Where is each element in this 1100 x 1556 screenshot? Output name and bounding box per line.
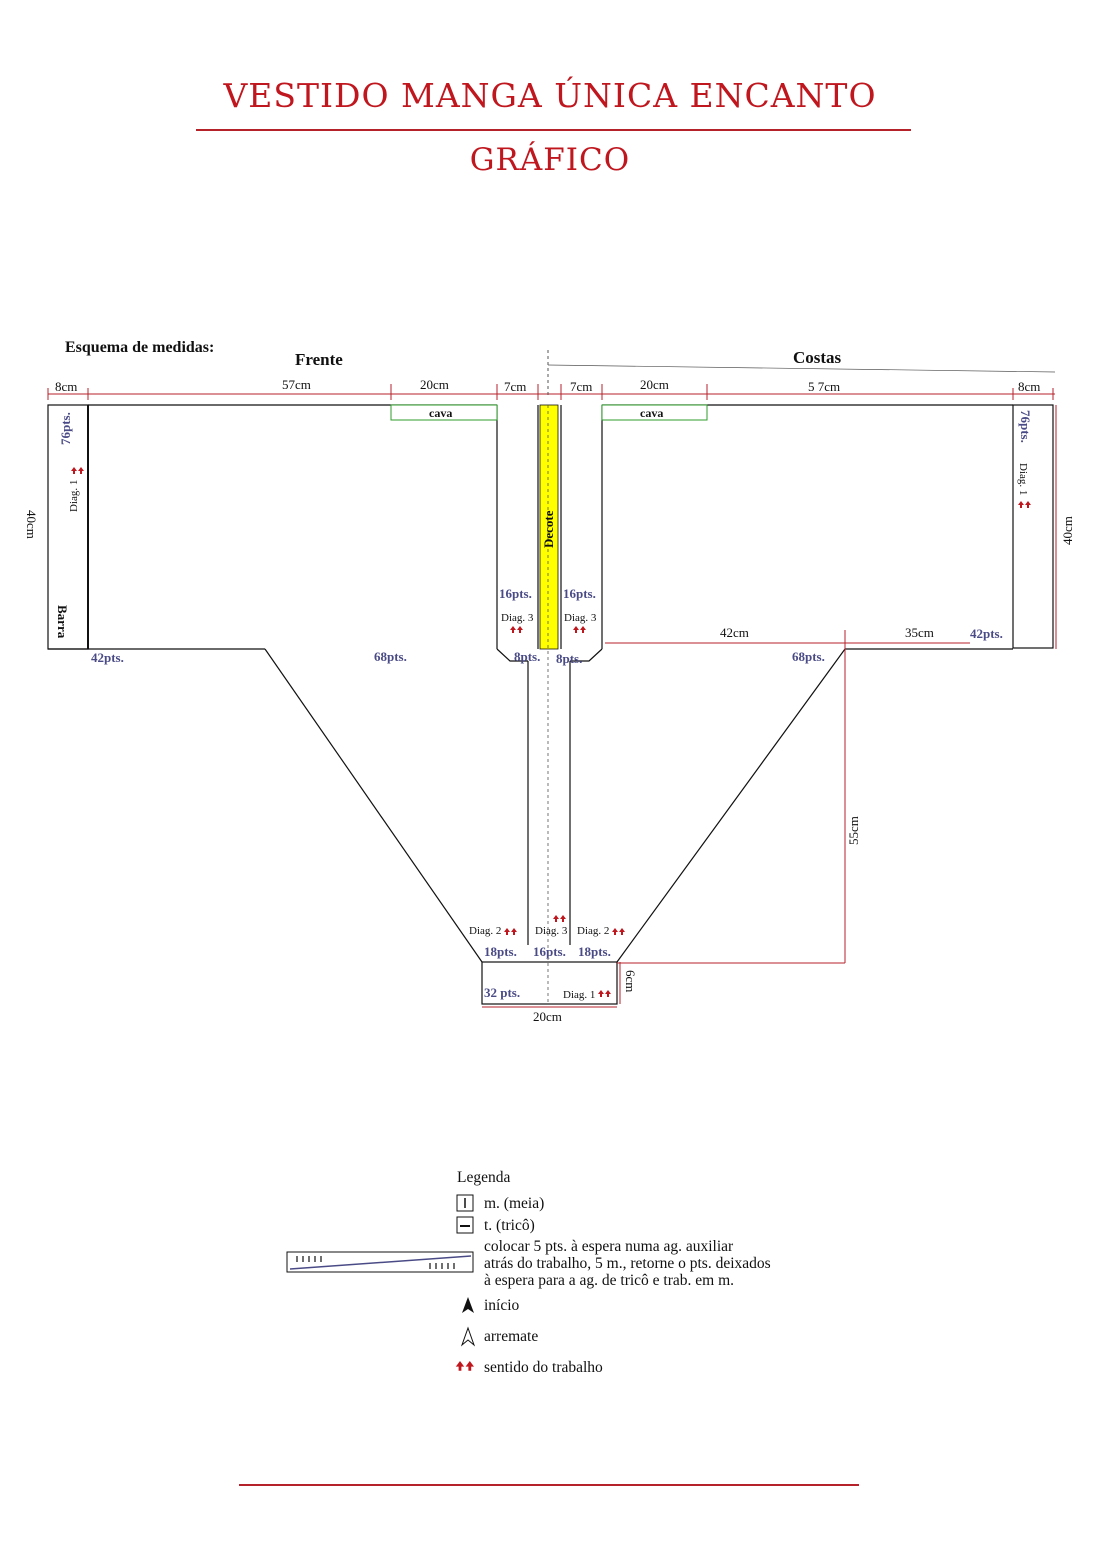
document-subtitle: GRÁFICO <box>469 142 631 178</box>
decote-band <box>539 404 559 650</box>
measure-front-neck: 7cm <box>504 379 526 394</box>
sleeve-diag3-arrows <box>553 915 566 922</box>
sleeve-16pts: 16pts. <box>533 944 566 959</box>
footer-rule <box>239 1484 859 1486</box>
legend-direction: sentido do trabalho <box>484 1359 603 1376</box>
front-diag3-arrows <box>510 626 523 633</box>
front-68pts: 68pts. <box>374 649 407 664</box>
back-18pts: 18pts. <box>578 944 611 959</box>
measure-back-armhole: 20cm <box>640 377 669 392</box>
measure-front-armhole: 20cm <box>420 377 449 392</box>
measure-back-neck: 7cm <box>570 379 592 394</box>
left-diag1-label: Diag. 1 <box>68 480 80 512</box>
measure-back-body: 5 7cm <box>808 379 840 394</box>
right-42pts: 42pts. <box>970 626 1003 641</box>
decote-label: Decote <box>541 510 556 548</box>
title-rule <box>196 129 911 131</box>
legend-knit: m. (meia) <box>484 1195 544 1212</box>
legend-cable-line3: à espera para a ag. de tricô e trab. em … <box>484 1272 734 1289</box>
measure-front-edge: 8cm <box>55 379 77 394</box>
front-18pts: 18pts. <box>484 944 517 959</box>
back-35cm: 35cm <box>905 625 934 640</box>
front-label: Frente <box>295 350 343 369</box>
cuff-20cm: 20cm <box>533 1009 562 1024</box>
legend-cable-line2: atrás do trabalho, 5 m., retorne o pts. … <box>484 1255 771 1272</box>
back-heading-line <box>547 364 1056 373</box>
back-42cm: 42cm <box>720 625 749 640</box>
back-68pts: 68pts. <box>792 649 825 664</box>
sleeve-55cm: 55cm <box>846 816 861 845</box>
measure-ticks <box>47 384 1054 400</box>
back-neck-8pts: 8pts. <box>556 651 582 666</box>
front-neck-8pts: 8pts. <box>514 649 540 664</box>
front-cava-label: cava <box>429 406 452 420</box>
front-diag2-arrows <box>504 928 517 935</box>
back-diag3-arrows <box>573 626 586 633</box>
cuff-diag1-arrows <box>598 990 611 997</box>
measure-front-body: 57cm <box>282 377 311 392</box>
front-cava-box <box>390 404 498 421</box>
schema-heading: Esquema de medidas: <box>65 339 214 356</box>
back-label: Costas <box>793 348 842 367</box>
right-diag1-label: Diag. 1 <box>1017 463 1029 495</box>
cuff-6cm: 6cm <box>623 970 638 992</box>
document-title: VESTIDO MANGA ÚNICA ENCANTO <box>223 76 877 115</box>
cuff-32pts: 32 pts. <box>484 985 520 1000</box>
back-diag2-label: Diag. 2 <box>577 925 609 937</box>
cable-symbol <box>286 1251 474 1273</box>
legend-purl: t. (tricô) <box>484 1217 535 1234</box>
right-diag1-arrows <box>1018 501 1031 508</box>
garment-outline <box>47 404 1054 1005</box>
legend-start: início <box>484 1297 520 1314</box>
legend-cable-line1: colocar 5 pts. à espera numa ag. auxilia… <box>484 1238 734 1255</box>
back-neck-16pts: 16pts. <box>563 586 596 601</box>
sleeve-diag3-label: Diag. 3 <box>535 925 568 937</box>
back-diag2-arrows <box>612 928 625 935</box>
barra-label: Barra <box>55 605 70 639</box>
height-right-label: 40cm <box>1060 516 1075 545</box>
legend-title: Legenda <box>457 1169 510 1186</box>
back-cava-box <box>601 404 708 421</box>
cuff-diag1-label: Diag. 1 <box>563 989 595 1001</box>
direction-arrows-icon <box>456 1361 474 1371</box>
front-diag3-label: Diag. 3 <box>501 612 534 624</box>
front-neck-16pts: 16pts. <box>499 586 532 601</box>
left-diag1-arrows <box>71 467 84 474</box>
legend-bindoff: arremate <box>484 1328 538 1345</box>
bindoff-icon <box>460 1326 476 1347</box>
front-diag2-label: Diag. 2 <box>469 925 501 937</box>
measure-back-edge: 8cm <box>1018 379 1040 394</box>
back-cava-label: cava <box>640 406 663 420</box>
start-icon <box>462 1297 474 1313</box>
right-76pts: 76pts. <box>1018 410 1033 443</box>
left-42pts: 42pts. <box>91 650 124 665</box>
height-left-label: 40cm <box>24 510 39 539</box>
left-76pts: 76pts. <box>58 412 73 445</box>
back-diag3-label: Diag. 3 <box>564 612 597 624</box>
